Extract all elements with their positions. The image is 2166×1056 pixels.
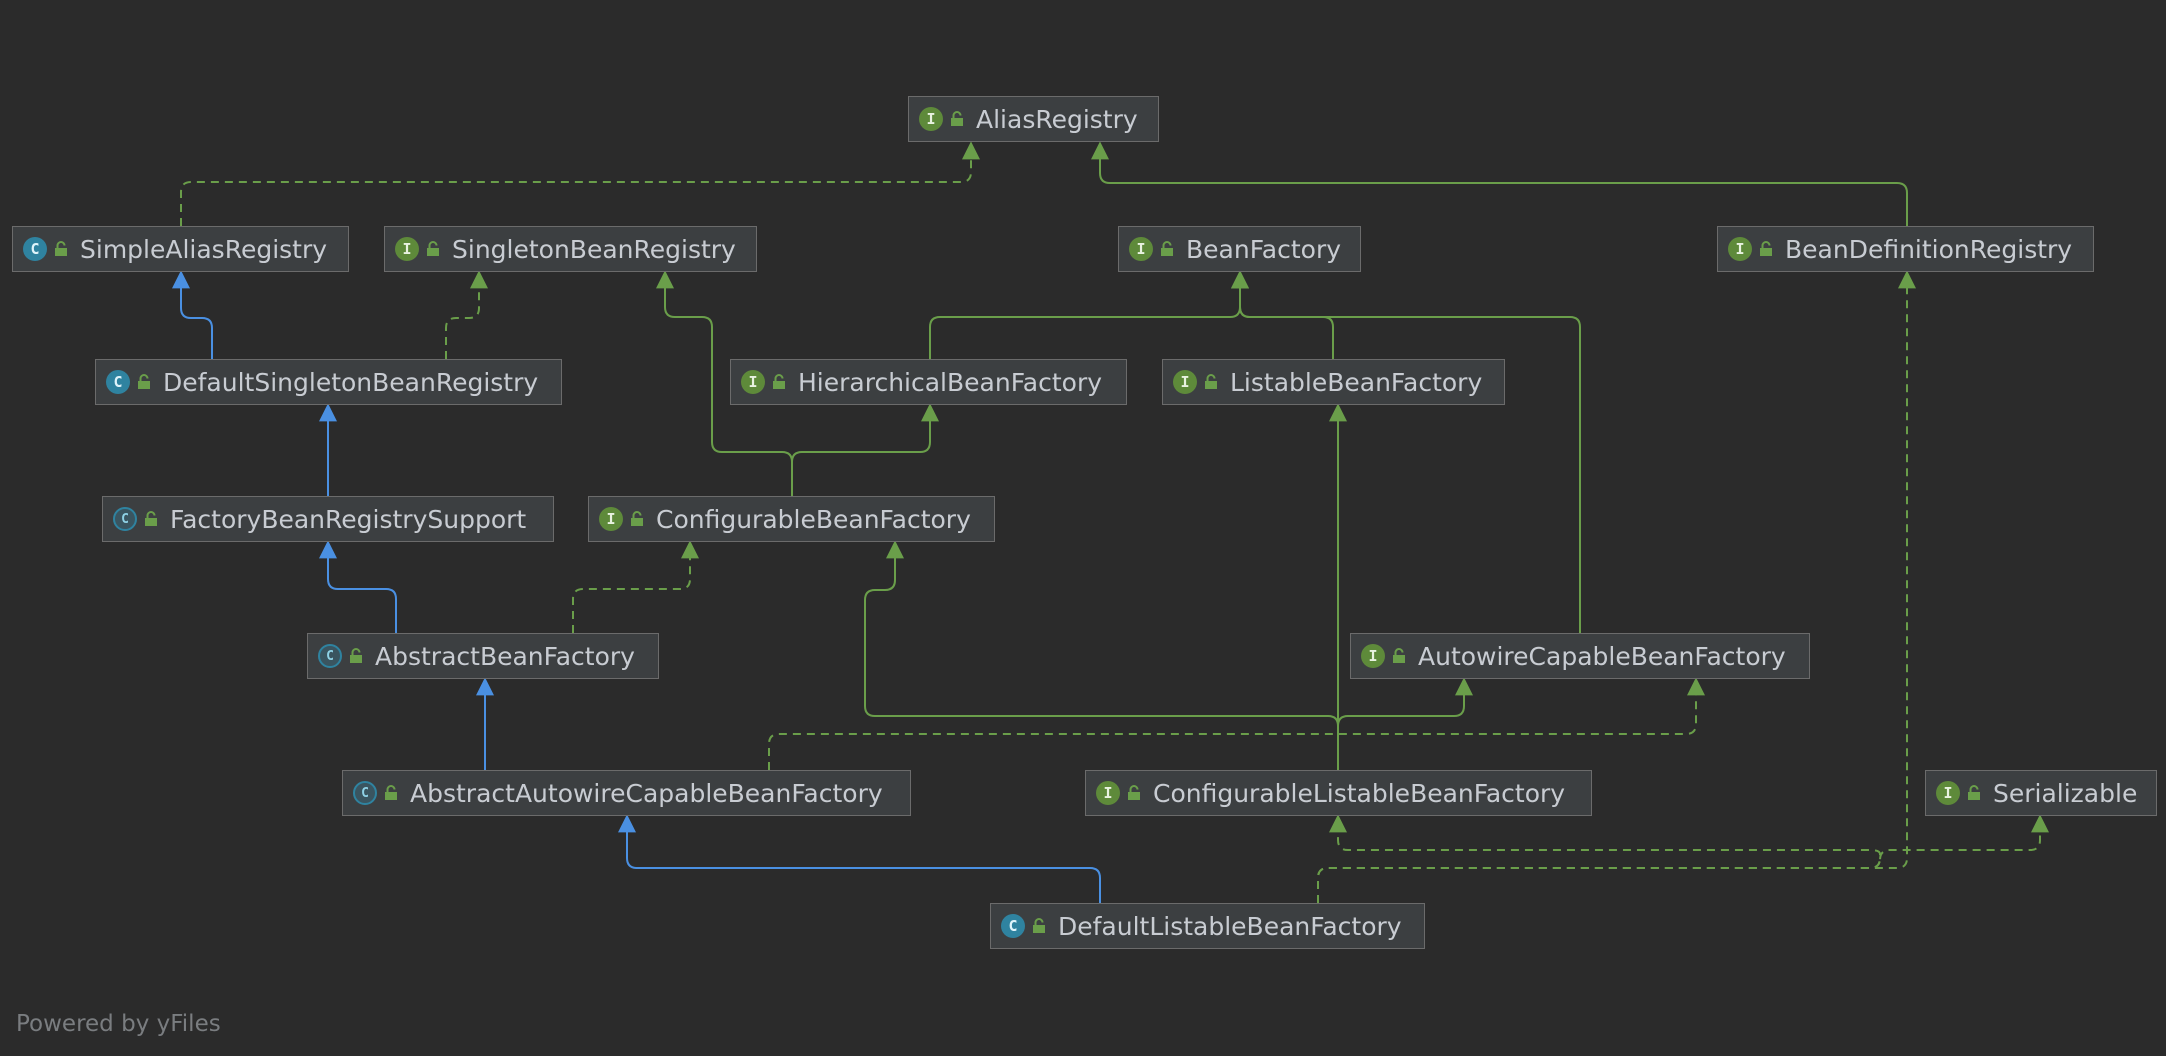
node-bean-factory[interactable]: I BeanFactory (1118, 226, 1361, 272)
public-lock-icon (951, 111, 963, 126)
node-bean-definition-registry[interactable]: I BeanDefinitionRegistry (1717, 226, 2094, 272)
interface-icon: I (1361, 644, 1385, 668)
powered-by-footer: Powered by yFiles (16, 1011, 221, 1037)
node-label: AliasRegistry (976, 104, 1138, 134)
interface-icon: I (1728, 237, 1752, 261)
public-lock-icon (138, 374, 150, 389)
interface-icon: I (1173, 370, 1197, 394)
edge-configurable-listable-bean-factory-to-configurable-bean-factory (864, 540, 1339, 770)
public-lock-icon (1760, 241, 1772, 256)
node-label: ConfigurableBeanFactory (656, 504, 971, 534)
interface-icon: I (741, 370, 765, 394)
public-lock-icon (427, 241, 439, 256)
node-simple-alias-registry[interactable]: C SimpleAliasRegistry (12, 226, 349, 272)
public-lock-icon (145, 511, 157, 526)
node-label: Serializable (1993, 778, 2138, 808)
node-configurable-listable-bean-factory[interactable]: I ConfigurableListableBeanFactory (1085, 770, 1592, 816)
node-abstract-bean-factory[interactable]: C AbstractBeanFactory (307, 633, 659, 679)
edge-abstract-bean-factory-to-factory-bean-registry-support (319, 540, 397, 633)
node-autowire-capable-bean-factory[interactable]: I AutowireCapableBeanFactory (1350, 633, 1810, 679)
node-factory-bean-registry-support[interactable]: C FactoryBeanRegistrySupport (102, 496, 554, 542)
edge-hierarchical-bean-factory-to-bean-factory (929, 270, 1249, 359)
class-icon: C (23, 237, 47, 261)
interface-icon: I (1936, 781, 1960, 805)
public-lock-icon (773, 374, 785, 389)
node-label: FactoryBeanRegistrySupport (170, 504, 527, 534)
edge-default-listable-bean-factory-to-abstract-autowire-capable-bean-factory (618, 814, 1101, 903)
public-lock-icon (55, 241, 67, 256)
node-serializable[interactable]: I Serializable (1925, 770, 2157, 816)
public-lock-icon (350, 648, 362, 663)
node-configurable-bean-factory[interactable]: I ConfigurableBeanFactory (588, 496, 995, 542)
edge-configurable-listable-bean-factory-to-autowire-capable-bean-factory (1337, 677, 1473, 770)
interface-icon: I (1096, 781, 1120, 805)
edge-abstract-autowire-capable-bean-factory-to-autowire-capable-bean-factory (768, 677, 1705, 770)
node-label: AbstractBeanFactory (375, 641, 635, 671)
public-lock-icon (1393, 648, 1405, 663)
node-label: SingletonBeanRegistry (452, 234, 736, 264)
abstract-class-icon: C (113, 507, 137, 531)
node-label: AbstractAutowireCapableBeanFactory (410, 778, 883, 808)
node-label: SimpleAliasRegistry (80, 234, 328, 264)
node-alias-registry[interactable]: I AliasRegistry (908, 96, 1159, 142)
edge-simple-alias-registry-to-alias-registry (180, 141, 980, 226)
node-default-listable-bean-factory[interactable]: C DefaultListableBeanFactory (990, 903, 1425, 949)
node-label: BeanDefinitionRegistry (1785, 234, 2073, 264)
node-listable-bean-factory[interactable]: I ListableBeanFactory (1162, 359, 1505, 405)
public-lock-icon (1161, 241, 1173, 256)
edge-default-singleton-bean-registry-to-singleton-bean-registry (445, 270, 488, 359)
edge-default-listable-bean-factory-to-configurable-listable-bean-factory (1317, 814, 1881, 903)
public-lock-icon (385, 785, 397, 800)
abstract-class-icon: C (318, 644, 342, 668)
edge-default-listable-bean-factory-to-serializable (1317, 814, 2049, 903)
public-lock-icon (1968, 785, 1980, 800)
public-lock-icon (1033, 918, 1045, 933)
public-lock-icon (1205, 374, 1217, 389)
node-default-singleton-bean-registry[interactable]: C DefaultSingletonBeanRegistry (95, 359, 562, 405)
interface-icon: I (919, 107, 943, 131)
interface-icon: I (599, 507, 623, 531)
public-lock-icon (631, 511, 643, 526)
node-abstract-autowire-capable-bean-factory[interactable]: C AbstractAutowireCapableBeanFactory (342, 770, 911, 816)
node-label: ConfigurableListableBeanFactory (1153, 778, 1566, 808)
node-singleton-bean-registry[interactable]: I SingletonBeanRegistry (384, 226, 757, 272)
node-label: DefaultSingletonBeanRegistry (163, 367, 539, 397)
node-hierarchical-bean-factory[interactable]: I HierarchicalBeanFactory (730, 359, 1127, 405)
class-icon: C (1001, 914, 1025, 938)
node-label: ListableBeanFactory (1230, 367, 1483, 397)
edge-configurable-bean-factory-to-singleton-bean-registry (656, 270, 793, 496)
node-label: HierarchicalBeanFactory (798, 367, 1103, 397)
public-lock-icon (1128, 785, 1140, 800)
node-label: DefaultListableBeanFactory (1058, 911, 1402, 941)
class-icon: C (106, 370, 130, 394)
edge-bean-definition-registry-to-alias-registry (1091, 141, 1908, 226)
edge-default-singleton-bean-registry-to-simple-alias-registry (172, 270, 213, 359)
edge-autowire-capable-bean-factory-to-bean-factory (1231, 270, 1581, 633)
node-label: AutowireCapableBeanFactory (1418, 641, 1786, 671)
abstract-class-icon: C (353, 781, 377, 805)
node-label: BeanFactory (1186, 234, 1342, 264)
interface-icon: I (395, 237, 419, 261)
edge-configurable-bean-factory-to-hierarchical-bean-factory (791, 403, 939, 496)
edge-abstract-bean-factory-to-configurable-bean-factory (572, 540, 699, 633)
interface-icon: I (1129, 237, 1153, 261)
